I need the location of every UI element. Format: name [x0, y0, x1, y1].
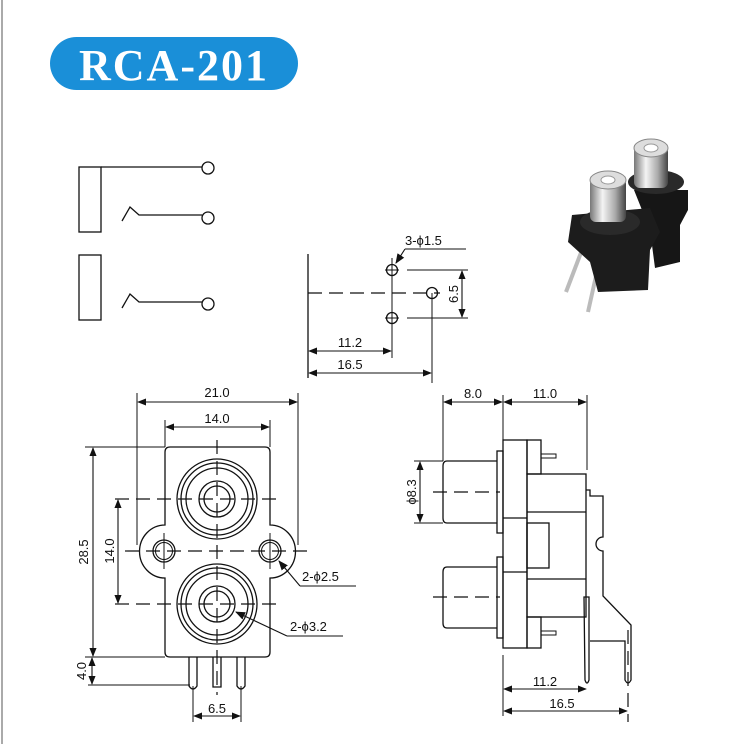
pcb-dist-2: 16.5: [337, 357, 362, 372]
title-text: RCA-201: [79, 41, 269, 90]
side-pin-dist-1: 11.2: [533, 674, 557, 689]
title-badge: RCA-201: [50, 37, 298, 90]
jack-hole-label: 2-ϕ3.2: [290, 619, 327, 634]
front-pin-length: 4.0: [74, 662, 89, 680]
front-width-inner: 14.0: [204, 411, 229, 426]
mount-hole-label: 2-ϕ2.5: [302, 569, 339, 584]
front-jack-spacing: 14.0: [102, 538, 117, 563]
side-view-drawing: 8.0 11.0 ϕ8.3 11.2 16.5: [404, 386, 632, 722]
side-diameter: ϕ8.3: [404, 479, 419, 504]
pcb-hole: [385, 263, 399, 277]
pcb-holes-label: 3-ϕ1.5: [405, 233, 442, 248]
front-width-outer: 21.0: [204, 385, 229, 400]
product-photo: [564, 138, 688, 313]
front-height: 28.5: [76, 539, 91, 564]
front-pins: [188, 657, 246, 722]
pcb-hole: [385, 311, 399, 325]
front-pin-pitch: 6.5: [208, 701, 226, 716]
pcb-dist-1: 11.2: [338, 335, 362, 350]
front-view-drawing: 21.0 14.0 28.5 14.0 4.0 6.5 2-ϕ2.5 2-ϕ3.…: [74, 385, 356, 722]
side-front-length: 8.0: [464, 386, 482, 401]
pcb-pitch-label: 6.5: [446, 285, 461, 303]
pcb-layout-drawing: 6.5 3-ϕ1.5 11.2 16.5: [307, 233, 468, 383]
side-pin-dist-2: 16.5: [549, 696, 574, 711]
schematic-symbol: [78, 161, 215, 321]
side-body-length: 11.0: [533, 386, 557, 401]
